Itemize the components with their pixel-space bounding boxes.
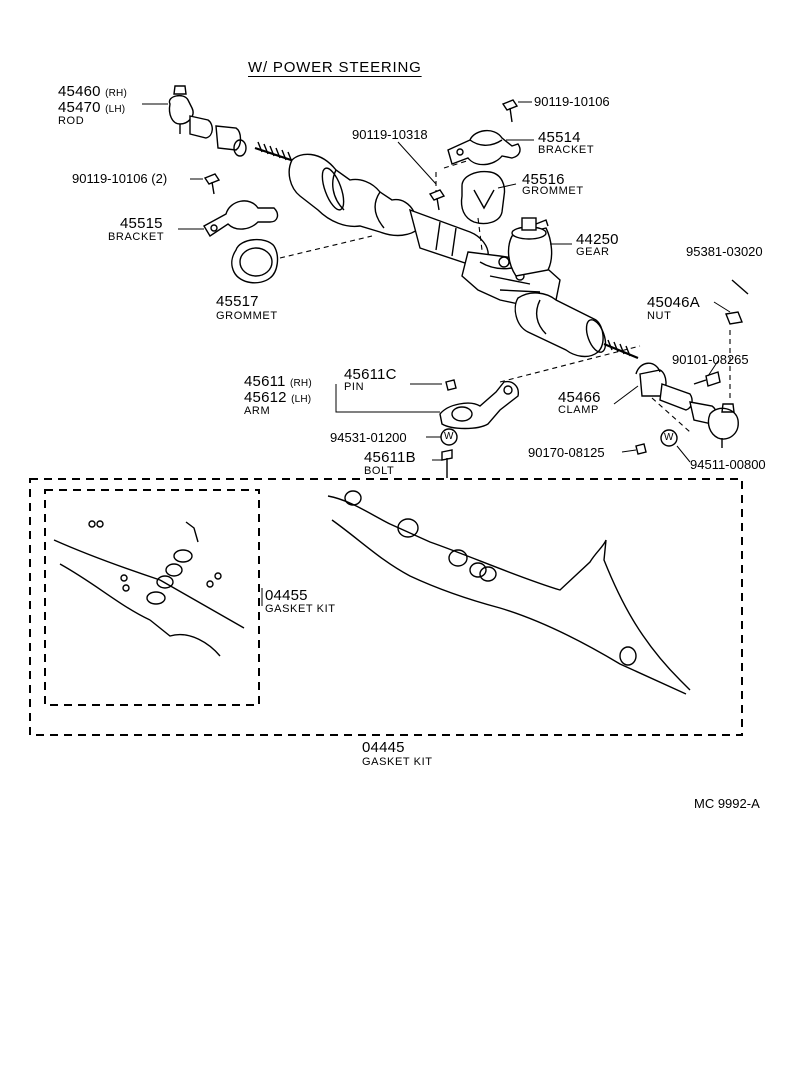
washer-symbol-left: W [444, 431, 454, 442]
part-90101-08265: 90101-08265 [672, 352, 749, 367]
arm-rh-tag: (RH) [289, 378, 312, 389]
part-45470: 45470 (LH) [58, 100, 125, 115]
part-04445: 04445 [362, 739, 405, 756]
gear-name: GEAR [576, 246, 610, 258]
bracket-45514 [447, 130, 521, 166]
grommet-45516 [460, 170, 506, 225]
bracket-45515-name: BRACKET [108, 231, 165, 243]
bracket-45515 [203, 200, 279, 237]
grommet-45517-name: GROMMET [216, 310, 278, 322]
gasket-kit-04455-name: GASKET KIT [265, 603, 336, 615]
part-95381-03020: 95381-03020 [686, 244, 763, 259]
part-45514: 45514 [538, 129, 581, 146]
part-45470-number: 45470 [58, 99, 101, 116]
washer-symbol-right: W [664, 432, 674, 443]
rh-tag: (RH) [105, 88, 127, 99]
part-90170-08125: 90170-08125 [528, 445, 605, 460]
part-45517: 45517 [216, 293, 259, 310]
clamp-name: CLAMP [558, 404, 599, 416]
arm-name: ARM [244, 405, 271, 417]
part-90119-10106-left: 90119-10106 (2) [72, 171, 168, 186]
connection-lines [279, 159, 731, 433]
bracket-45514-name: BRACKET [538, 144, 595, 156]
part-94531-01200: 94531-01200 [330, 430, 407, 445]
pin-name: PIN [344, 381, 365, 393]
tie-rod-end-right [639, 369, 739, 448]
lh-tag: (LH) [105, 104, 126, 115]
part-45466: 45466 [558, 389, 601, 406]
part-45460: 45460 (RH) [58, 84, 127, 99]
grommet-45516-name: GROMMET [522, 185, 584, 197]
part-45612: 45612 (LH) [244, 390, 311, 405]
leader-lines [142, 101, 731, 606]
part-45611-number: 45611 [244, 373, 286, 390]
gasket-kit-outer-frame [29, 478, 743, 736]
part-04455: 04455 [265, 587, 308, 604]
part-90119-10106-top: 90119-10106 [534, 94, 610, 109]
part-45612-number: 45612 [244, 389, 287, 406]
part-94511-00800: 94511-00800 [690, 457, 766, 472]
diagram-title: W/ POWER STEERING [248, 59, 422, 76]
reference-code: MC 9992-A [694, 796, 760, 811]
part-45046A: 45046A [647, 294, 700, 311]
tie-rod-end-left [168, 85, 247, 157]
rod-name: ROD [58, 115, 85, 127]
arm-lh-tag: (LH) [291, 394, 312, 405]
part-45611: 45611 (RH) [244, 374, 312, 389]
part-45611C: 45611C [344, 366, 397, 383]
part-45460-number: 45460 [58, 83, 101, 100]
part-45516: 45516 [522, 171, 565, 188]
clamp-45466 [635, 362, 661, 375]
part-44250: 44250 [576, 231, 619, 248]
arm-45611 [439, 379, 519, 430]
grommet-45517 [231, 239, 279, 284]
gasket-kit-inner-frame [44, 489, 260, 706]
part-45515: 45515 [120, 215, 163, 232]
part-90119-10318: 90119-10318 [352, 127, 428, 142]
gasket-kit-04445-name: GASKET KIT [362, 756, 433, 768]
steering-rack-gear [254, 141, 639, 360]
nut-name: NUT [647, 310, 672, 322]
bolts-group [203, 99, 721, 478]
gasket-kit-inner-sketch [53, 520, 245, 657]
nut-and-pin [725, 279, 749, 325]
gasket-kit-outer-sketch [327, 490, 691, 695]
bolt-name: BOLT [364, 465, 395, 477]
part-45611B: 45611B [364, 449, 416, 466]
